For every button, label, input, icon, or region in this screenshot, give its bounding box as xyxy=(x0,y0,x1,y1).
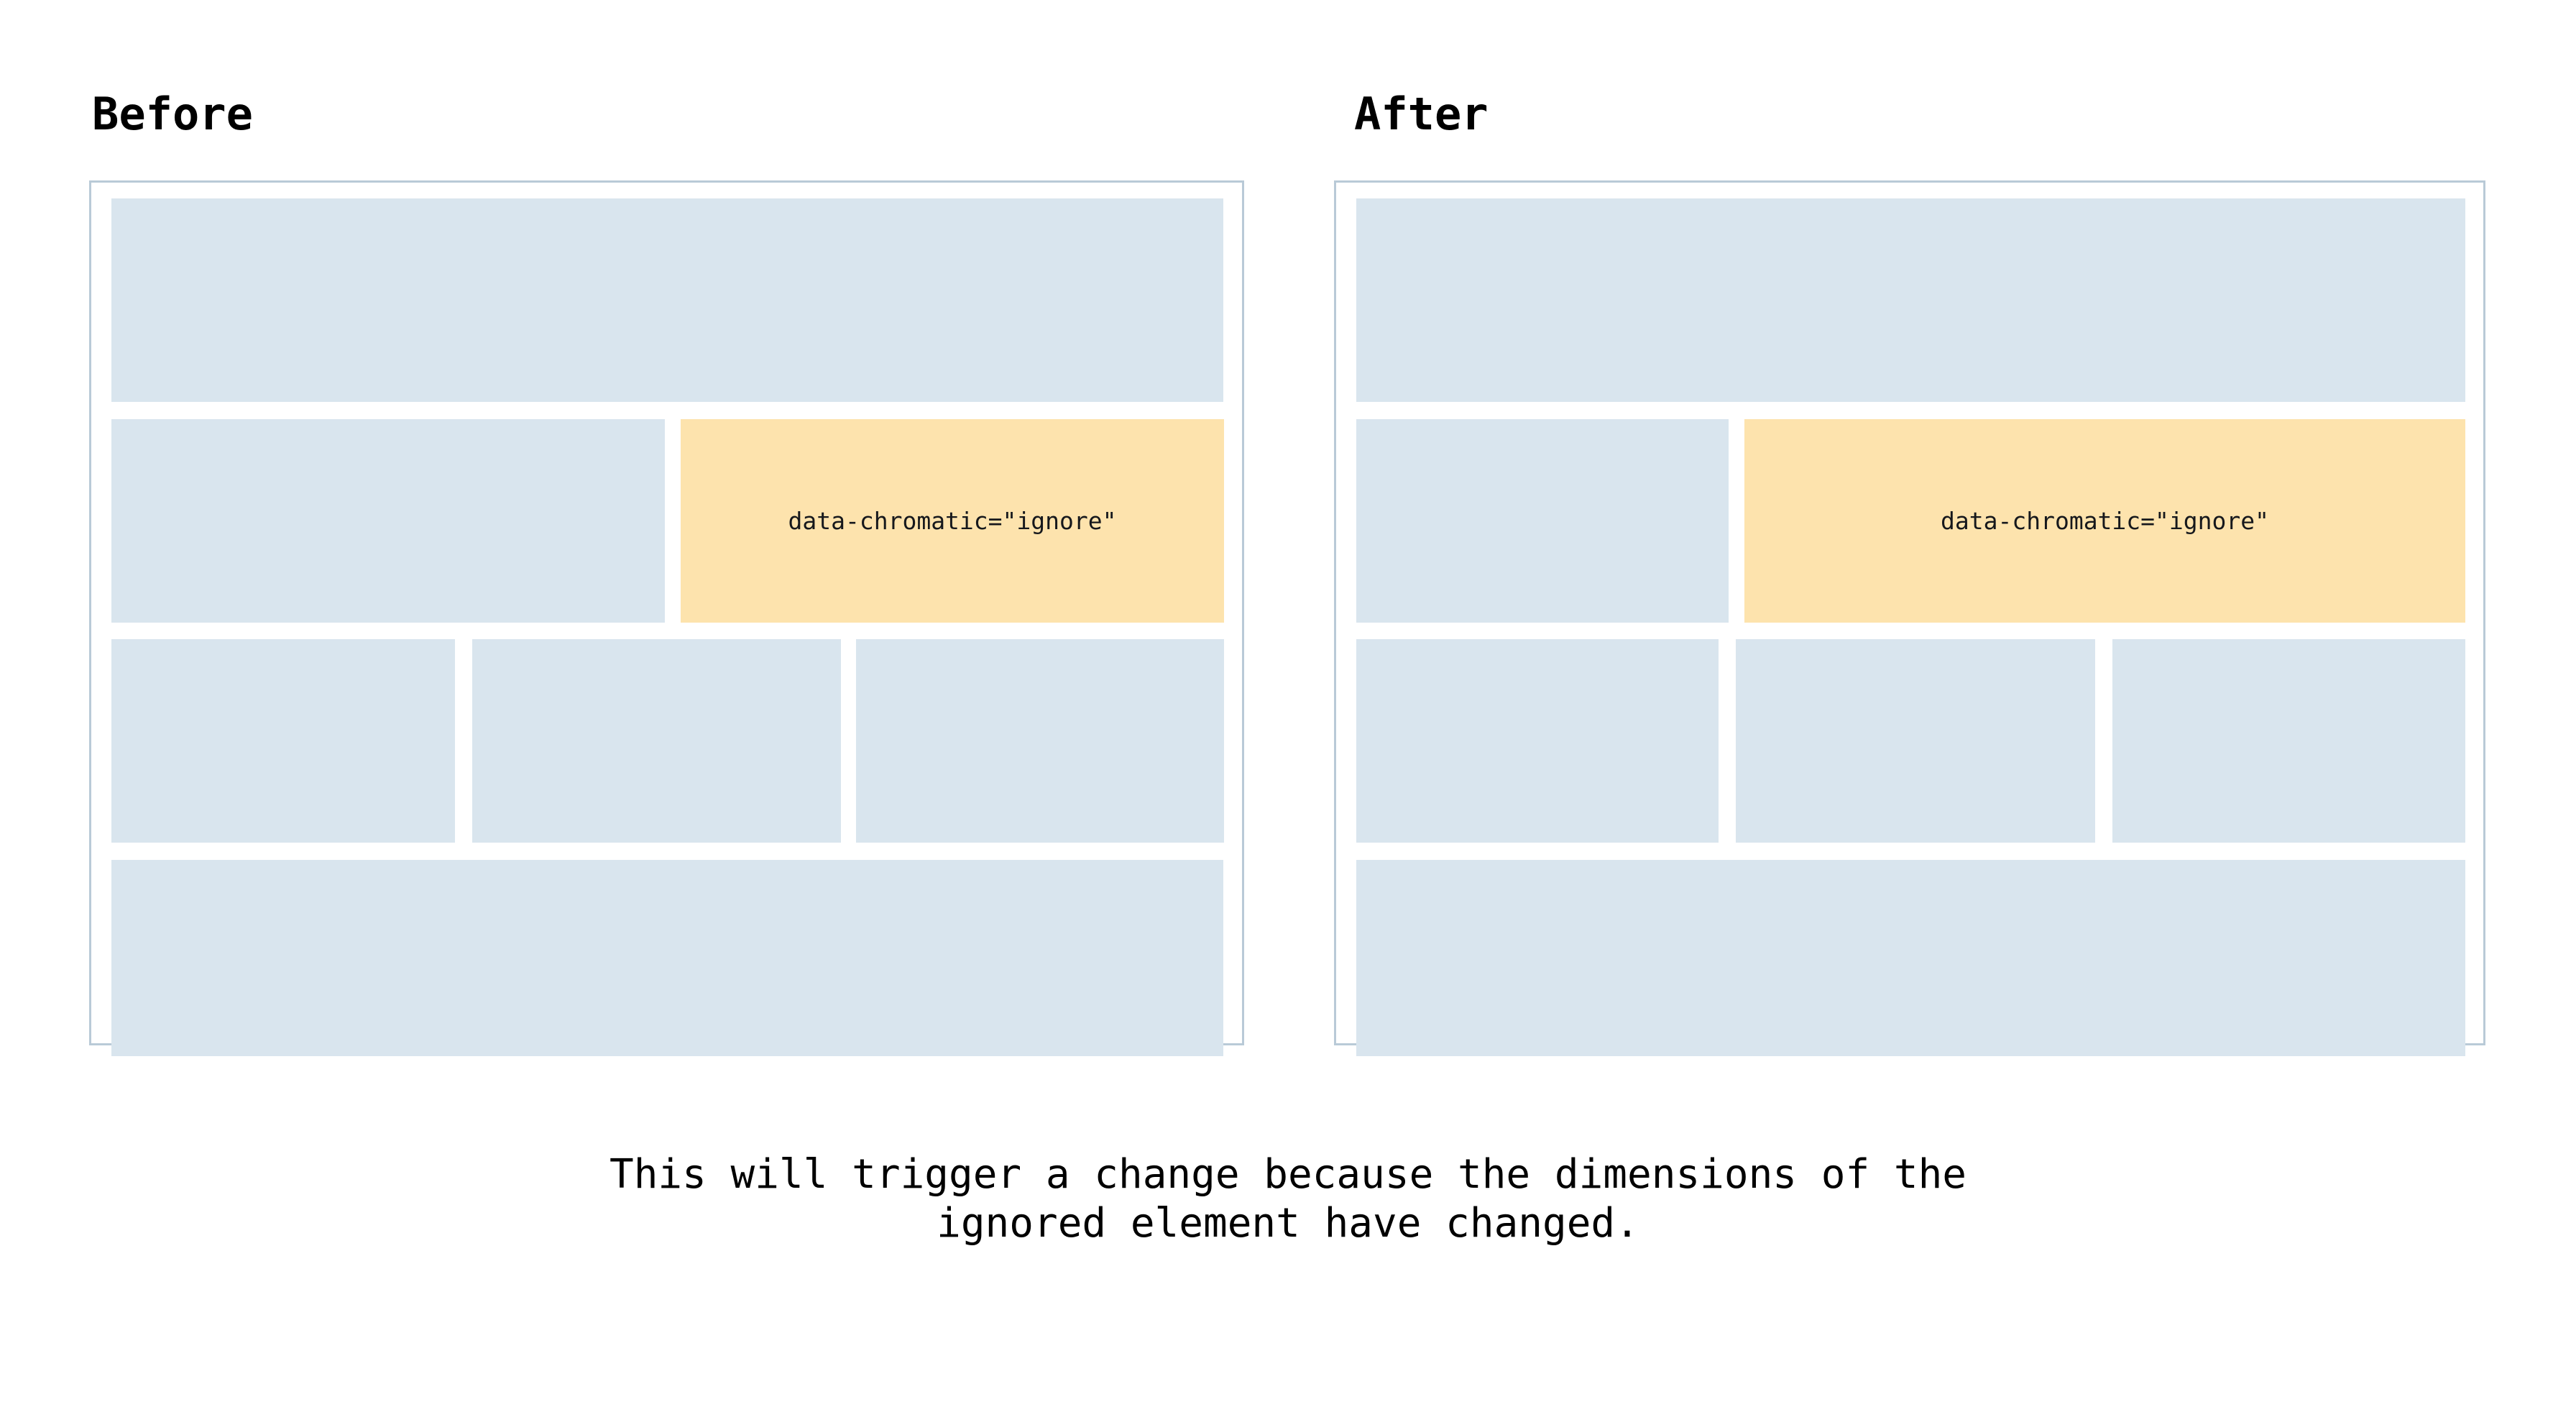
before-ignored-block: data-chromatic="ignore" xyxy=(681,419,1224,623)
before-row3-column1-block xyxy=(111,639,455,843)
before-row3-column3-block xyxy=(856,639,1224,843)
after-ignored-block: data-chromatic="ignore" xyxy=(1744,419,2465,623)
after-panel-content: data-chromatic="ignore" xyxy=(1336,198,2483,1056)
after-row1-block xyxy=(1356,198,2465,402)
before-panel: data-chromatic="ignore" xyxy=(89,180,1244,1056)
after-row2-placeholder-block xyxy=(1356,419,1729,623)
figure-caption-line-2: ignored element have changed. xyxy=(937,1200,1639,1247)
figure-caption: This will trigger a change because the d… xyxy=(0,1150,2576,1249)
before-panel-heading: Before xyxy=(92,88,253,140)
after-row3-column2-block xyxy=(1736,639,2095,843)
after-row4-block xyxy=(1356,860,2465,1056)
before-row4-block xyxy=(111,860,1223,1056)
before-row1-block xyxy=(111,198,1223,402)
before-panel-content: data-chromatic="ignore" xyxy=(91,198,1242,1056)
before-ignored-block-label: data-chromatic="ignore" xyxy=(788,507,1117,535)
after-row3-column3-block xyxy=(2112,639,2465,843)
figure-caption-line-1: This will trigger a change because the d… xyxy=(609,1151,1967,1198)
after-panel: data-chromatic="ignore" xyxy=(1334,180,2485,1056)
before-row3-column2-block xyxy=(472,639,841,843)
after-panel-heading: After xyxy=(1354,88,1489,140)
after-ignored-block-label: data-chromatic="ignore" xyxy=(1941,507,2269,535)
before-row2-placeholder-block xyxy=(111,419,665,623)
after-row3-column1-block xyxy=(1356,639,1719,843)
